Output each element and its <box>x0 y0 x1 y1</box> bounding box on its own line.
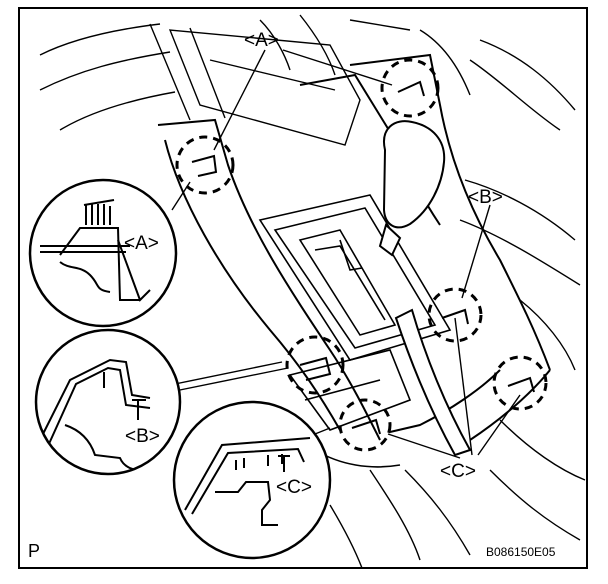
callout-c-bottom: <C> <box>440 461 476 482</box>
detail-b <box>34 328 182 476</box>
callout-b-detail: <B> <box>125 426 160 447</box>
claw-highlights <box>175 58 548 452</box>
claw-a-left-highlight <box>175 135 235 195</box>
detail-c <box>172 400 332 560</box>
claw-b-left-highlight <box>285 335 345 395</box>
claw-c-right-highlight <box>492 355 548 411</box>
leader-lines <box>169 49 521 459</box>
dashboard-lines <box>39 14 586 569</box>
callout-b-right: <B> <box>468 187 503 208</box>
callout-a-detail: <A> <box>124 233 159 254</box>
figure-border <box>18 7 588 569</box>
claw-a-right-highlight <box>380 58 440 118</box>
claw-c-left-highlight <box>338 398 392 452</box>
corner-mark: P <box>28 541 41 561</box>
shift-gate <box>258 194 452 361</box>
detail-a <box>28 178 178 328</box>
callout-a-top: <A> <box>244 30 279 51</box>
shift-knob <box>378 120 472 457</box>
figure-code: B086150E05 <box>486 545 556 559</box>
claw-b-right-highlight <box>427 287 483 343</box>
claw-marks <box>191 80 535 435</box>
callout-c-detail: <C> <box>276 477 312 498</box>
